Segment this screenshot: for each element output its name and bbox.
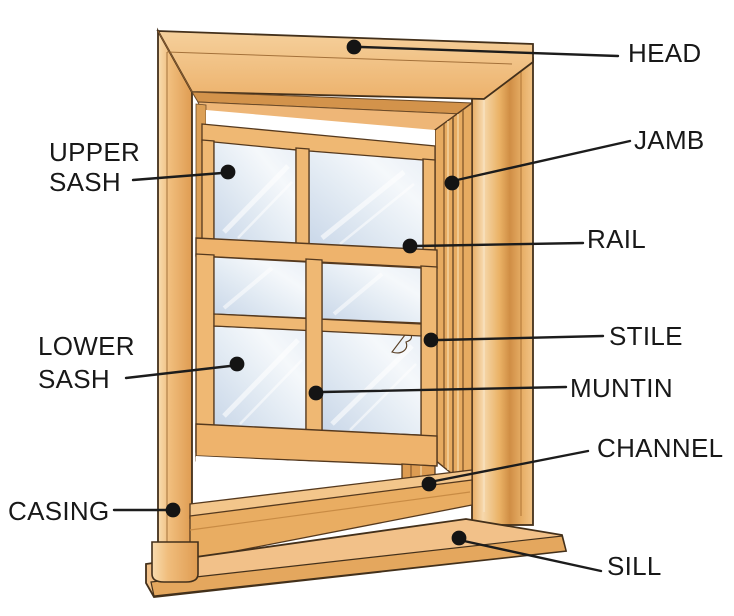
leader-line-channel	[433, 449, 590, 483]
label-lower-sash: LOWER SASH	[38, 330, 135, 396]
label-casing: CASING	[8, 496, 110, 526]
label-jamb: JAMB	[634, 125, 705, 155]
lower-sash	[195, 253, 438, 467]
casing-left-board	[157, 27, 193, 560]
leader-lines	[112, 45, 632, 573]
callout-dot-jamb	[444, 175, 460, 191]
label-stile: STILE	[609, 321, 683, 351]
label-lower-sash-line1: LOWER	[38, 331, 135, 361]
callout-dot-head	[346, 39, 362, 55]
lower-sash-bottom-rail	[195, 423, 438, 467]
label-rail: RAIL	[587, 224, 647, 254]
label-lower-sash-line2: SASH	[38, 364, 111, 394]
casing-right-column	[471, 57, 534, 526]
label-upper-sash-line1: UPPER	[49, 137, 141, 167]
label-head: HEAD	[628, 38, 702, 68]
label-upper-sash-line2: SASH	[49, 167, 122, 197]
leader-line-head	[359, 45, 620, 58]
label-sill: SILL	[607, 551, 662, 581]
leader-line-upper-sash	[131, 171, 224, 182]
leader-line-rail	[414, 241, 585, 248]
upper-sash-glass	[213, 141, 424, 251]
label-upper-sash: UPPER SASH	[49, 137, 140, 197]
callout-dot-sill	[451, 530, 467, 546]
stool-and-apron	[189, 469, 473, 561]
callout-dot-channel	[421, 476, 437, 492]
casing-head-board	[156, 30, 534, 100]
leader-line-jamb	[455, 139, 632, 182]
leader-line-sill	[462, 539, 603, 573]
leader-line-muntin	[320, 385, 568, 394]
callout-dot-muntin	[308, 385, 324, 401]
upper-sash-muntin	[295, 147, 310, 259]
callout-dot-upper-sash	[220, 164, 236, 180]
callout-dot-lower-sash	[229, 356, 245, 372]
callout-dots	[165, 39, 467, 546]
lower-sash-center-muntin	[305, 258, 323, 459]
side-jamb-face	[434, 101, 473, 492]
label-channel: CHANNEL	[597, 433, 724, 463]
callout-dot-stile	[423, 332, 439, 348]
upper-sash	[201, 123, 436, 259]
leader-line-stile	[437, 334, 605, 342]
callout-dot-casing	[165, 502, 181, 518]
lower-sash-glass	[213, 256, 422, 436]
leader-line-lower-sash	[124, 364, 232, 380]
casing-foot	[151, 541, 199, 583]
callout-dot-rail	[402, 238, 418, 254]
label-muntin: MUNTIN	[570, 373, 673, 403]
